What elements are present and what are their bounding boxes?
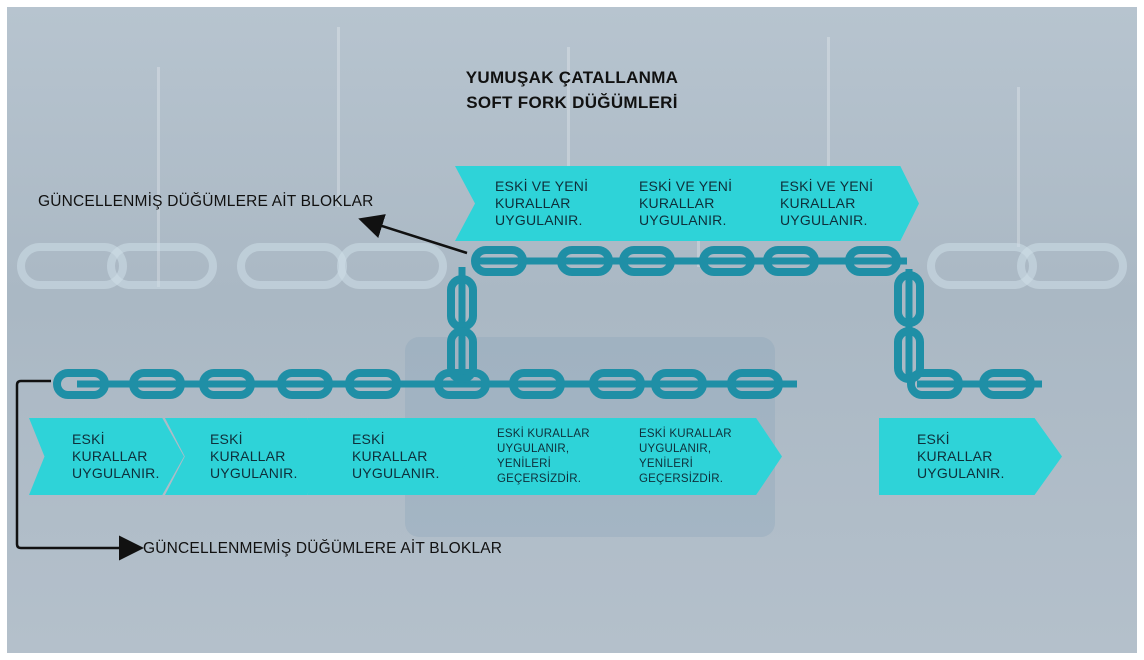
not-updated-caption-arrow: [15, 379, 144, 561]
block-text-line: UYGULANIR.: [917, 465, 1005, 481]
block-text-line: UYGULANIR.: [495, 212, 583, 228]
block-text-line: KURALLAR: [639, 195, 715, 211]
chain-link: [447, 327, 477, 383]
chain-link: [509, 369, 565, 399]
block-text-line: KURALLAR: [780, 195, 856, 211]
block-text-line: UYGULANIR.: [780, 212, 868, 228]
block-text-line: UYGULANIR,: [639, 442, 712, 455]
chain-link: [589, 369, 645, 399]
chain-link: [651, 369, 707, 399]
chain-link: [894, 271, 924, 327]
block-text-line: ESKİ KURALLAR: [497, 427, 590, 440]
chain-link: [894, 327, 924, 383]
old-block-orphan: ESKİ KURALLAR UYGULANIR.: [879, 418, 1062, 495]
chain-link: [199, 369, 255, 399]
chain-link: [727, 369, 783, 399]
block-text-line: ESKİ: [917, 431, 950, 447]
block-text-line: YENİLERİ: [497, 457, 552, 470]
updated-nodes-caption: GÜNCELLENMİŞ DÜĞÜMLERE AİT BLOKLAR: [38, 193, 374, 210]
block-text-line: UYGULANIR.: [352, 465, 440, 481]
block-text-line: ESKİ: [72, 431, 105, 447]
diagram-title-line2: SOFT FORK DÜĞÜMLERİ: [466, 93, 678, 112]
updated-block-1: ESKİ VE YENİ KURALLAR UYGULANIR.: [455, 166, 637, 241]
block-text-line: ESKİ VE YENİ: [780, 178, 874, 194]
old-block-3: ESKİ KURALLAR UYGULANIR.: [307, 418, 477, 495]
updated-block-2: ESKİ VE YENİ KURALLAR UYGULANIR.: [608, 166, 778, 241]
block-text-line: ESKİ KURALLAR: [639, 427, 732, 440]
block-text-line: KURALLAR: [72, 448, 148, 464]
chain-link: [763, 246, 819, 276]
block-text-line: KURALLAR: [352, 448, 428, 464]
chain-link: [277, 369, 333, 399]
block-text-line: UYGULANIR,: [497, 442, 570, 455]
block-text-line: ESKİ VE YENİ: [495, 178, 589, 194]
old-block-2: ESKİ KURALLAR UYGULANIR.: [165, 418, 330, 495]
chain-link: [557, 246, 613, 276]
chain-link: [845, 246, 901, 276]
chain-link: [53, 369, 109, 399]
block-text-line: YENİLERİ: [639, 457, 694, 470]
not-updated-nodes-caption: GÜNCELLENMEMİŞ DÜĞÜMLERE AİT BLOKLAR: [143, 540, 503, 557]
chain-link: [471, 246, 527, 276]
chain-link: [619, 246, 675, 276]
updated-caption-arrow: [358, 214, 468, 255]
old-block-4: ESKİ KURALLAR UYGULANIR, YENİLERİ GEÇERS…: [450, 418, 630, 495]
diagram-title-line1: YUMUŞAK ÇATALLANMA: [465, 68, 679, 87]
chain-link: [345, 369, 401, 399]
chain-link: [129, 369, 185, 399]
block-text-line: UYGULANIR.: [72, 465, 160, 481]
chain-link: [907, 369, 963, 399]
block-text-line: UYGULANIR.: [210, 465, 298, 481]
old-block-1: ESKİ KURALLAR UYGULANIR.: [29, 418, 184, 495]
updated-block-3: ESKİ VE YENİ KURALLAR UYGULANIR.: [749, 166, 919, 241]
block-text-line: UYGULANIR.: [639, 212, 727, 228]
chain-diagram: [15, 214, 1042, 561]
block-text-line: KURALLAR: [917, 448, 993, 464]
diagram-canvas: YUMUŞAK ÇATALLANMA SOFT FORK DÜĞÜMLERİ G…: [7, 7, 1137, 653]
block-text-line: GEÇERSİZDİR.: [639, 472, 724, 485]
blockchain-chain: [53, 246, 1042, 399]
block-text-line: ESKİ: [210, 431, 243, 447]
block-text-line: KURALLAR: [495, 195, 571, 211]
background-chain-link: [337, 243, 447, 289]
chain-link: [979, 369, 1035, 399]
block-text-line: ESKİ VE YENİ: [639, 178, 733, 194]
background-chain-link: [107, 243, 217, 289]
background-chain-link: [1017, 243, 1127, 289]
chain-link: [699, 246, 755, 276]
block-text-line: GEÇERSİZDİR.: [497, 472, 582, 485]
block-text-line: ESKİ: [352, 431, 385, 447]
block-text-line: KURALLAR: [210, 448, 286, 464]
old-block-5: ESKİ KURALLAR UYGULANIR, YENİLERİ GEÇERS…: [597, 418, 782, 495]
